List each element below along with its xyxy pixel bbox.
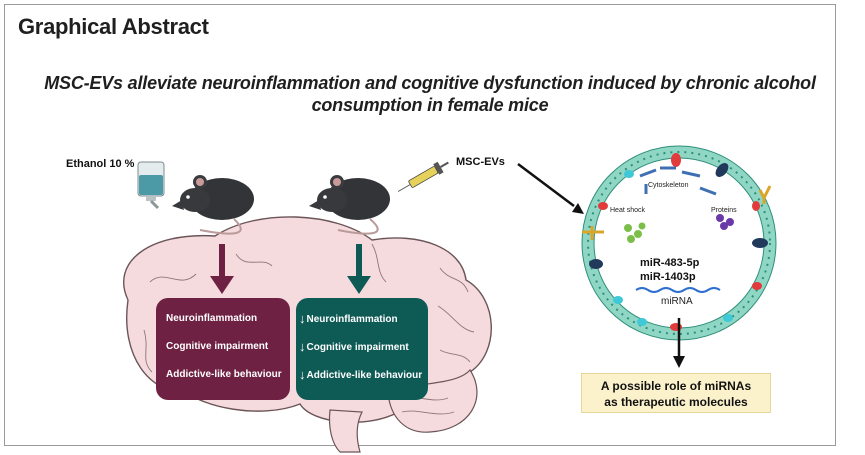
treatment-effect-text: Addictive-like behaviour bbox=[306, 370, 423, 381]
treatment-effect-text: Cognitive impairment bbox=[306, 342, 409, 353]
syringe-icon bbox=[397, 161, 449, 192]
decrease-arrow-icon: ↓ bbox=[299, 339, 306, 354]
proteins-label: Proteins bbox=[711, 207, 737, 214]
heat-shock-label: Heat shock bbox=[610, 207, 646, 214]
brain-folds bbox=[143, 243, 475, 415]
abstract-headline: MSC-EVs alleviate neuroinflammation and … bbox=[20, 72, 840, 116]
alcohol-effects-panel: Neuroinflammation Cognitive impairment A… bbox=[156, 298, 290, 400]
mouse-alcohol-icon bbox=[172, 175, 254, 235]
conclusion-box: A possible role of miRNAs as therapeutic… bbox=[581, 373, 771, 413]
decrease-arrow-icon: ↓ bbox=[299, 311, 306, 326]
mirna-label: miRNA bbox=[661, 296, 693, 307]
cytoskeleton-icon bbox=[639, 166, 717, 196]
ethanol-label: Ethanol 10 % bbox=[66, 158, 135, 170]
heat-shock-icon bbox=[624, 222, 646, 243]
treatment-effect-item: ↓Neuroinflammation bbox=[299, 312, 428, 340]
arrow-alcohol-down bbox=[210, 244, 234, 294]
headline-line-2: consumption in female mice bbox=[311, 95, 549, 115]
treatment-effect-item: ↓Cognitive impairment bbox=[299, 340, 428, 368]
treatment-effect-item: ↓Addictive-like behaviour bbox=[299, 368, 428, 396]
mirna-483-5p: miR-483-5p bbox=[640, 257, 700, 269]
mirna-strand-icon bbox=[635, 287, 721, 293]
treatment-effects-panel: ↓Neuroinflammation ↓Cognitive impairment… bbox=[296, 298, 428, 400]
proteins-icon bbox=[716, 214, 734, 230]
membrane-proteins bbox=[582, 153, 772, 331]
extracellular-vesicle bbox=[581, 145, 777, 341]
decrease-arrow-icon: ↓ bbox=[299, 367, 306, 382]
arrow-msc-to-vesicle bbox=[517, 163, 584, 214]
brain-stem bbox=[328, 409, 363, 453]
treatment-effect-text: Neuroinflammation bbox=[306, 314, 398, 325]
alcohol-effect-item: Neuroinflammation bbox=[166, 313, 258, 324]
arrow-treatment-down bbox=[347, 244, 371, 294]
ethanol-bottle-icon bbox=[137, 161, 165, 210]
arrow-vesicle-to-conclusion bbox=[673, 318, 685, 368]
conclusion-line-2: as therapeutic molecules bbox=[604, 395, 748, 409]
page-title: Graphical Abstract bbox=[18, 14, 209, 39]
mouse-treatment-icon bbox=[309, 175, 390, 235]
headline-line-1: MSC-EVs alleviate neuroinflammation and … bbox=[44, 73, 816, 93]
alcohol-effect-item: Addictive-like behaviour bbox=[166, 369, 282, 380]
cytoskeleton-label: Cytoskeleton bbox=[648, 182, 689, 189]
mirna-names: miR-483-5p miR-1403p bbox=[640, 256, 699, 284]
brain-cerebellum bbox=[387, 369, 478, 433]
conclusion-line-1: A possible role of miRNAs bbox=[600, 379, 752, 393]
mirna-1403p: miR-1403p bbox=[640, 271, 696, 283]
msc-evs-label: MSC-EVs bbox=[456, 156, 505, 168]
alcohol-effect-item: Cognitive impairment bbox=[166, 341, 269, 352]
